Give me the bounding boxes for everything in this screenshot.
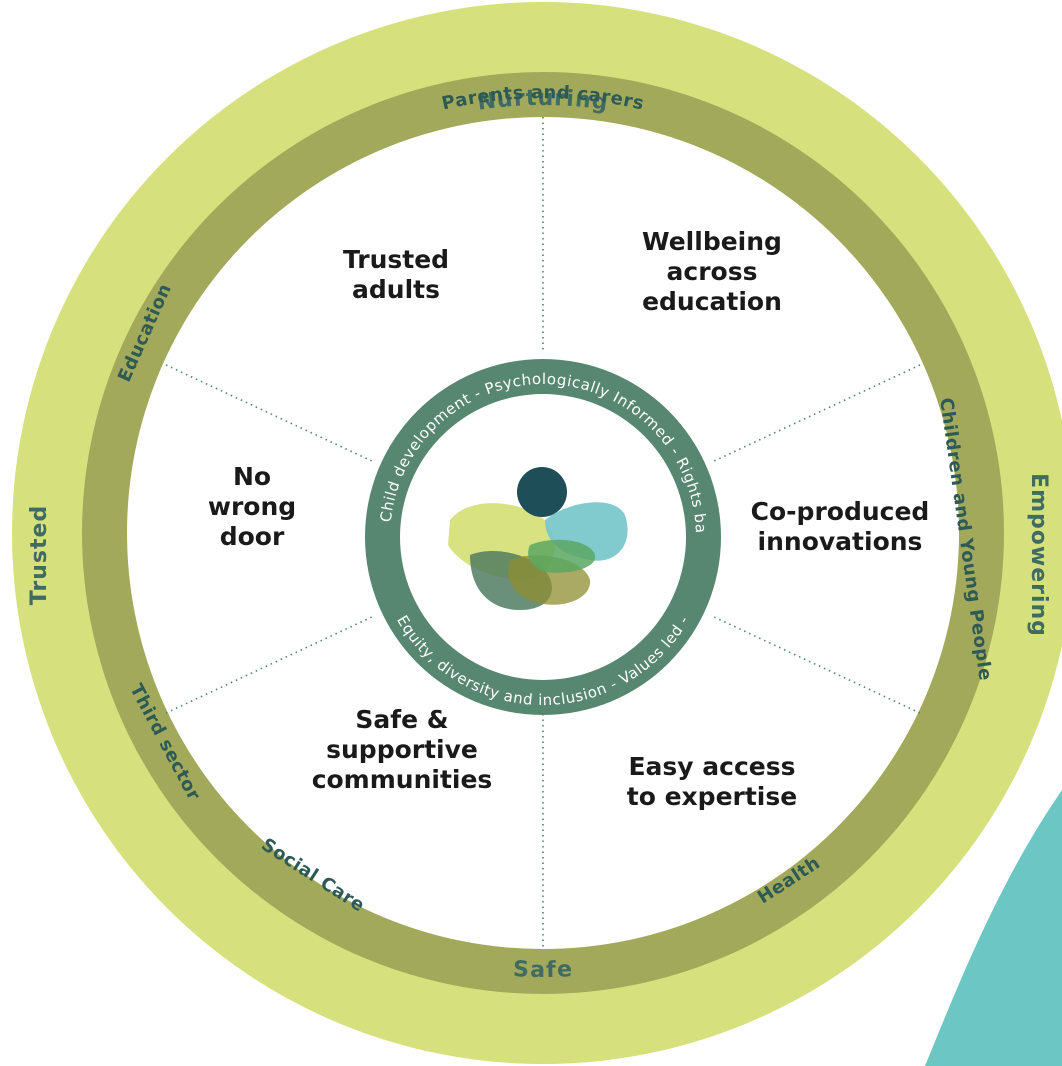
- segment-label-line: Easy access: [628, 752, 795, 781]
- segment-label-line: adults: [352, 275, 440, 304]
- segment-label-line: No: [233, 462, 271, 491]
- segment-label-line: Trusted: [343, 245, 449, 274]
- segment-label-line: across: [667, 257, 758, 286]
- segment-label-line: Wellbeing: [642, 227, 782, 256]
- corner-shape: [925, 790, 1062, 1066]
- segment-dividers: [165, 117, 921, 949]
- logo-dot: [517, 467, 567, 517]
- outer-label-bottom: Safe: [512, 957, 573, 983]
- segment-label-line: Co-produced: [751, 497, 930, 526]
- segment-label-line: communities: [312, 765, 493, 794]
- outer-label-left: Trusted: [27, 505, 52, 605]
- center-logo: [448, 467, 628, 610]
- segment-label-line: Safe &: [355, 705, 448, 734]
- segment-label-line: to expertise: [627, 782, 797, 811]
- segment-label-line: innovations: [758, 527, 923, 556]
- segment-label-line: door: [220, 522, 285, 551]
- segment-label-line: supportive: [326, 735, 478, 764]
- outer-label-right: Empowering: [1026, 473, 1051, 637]
- segment-label-line: wrong: [208, 492, 296, 521]
- outer-label-top: Nurturing: [476, 86, 610, 116]
- segment-label-line: education: [642, 287, 782, 316]
